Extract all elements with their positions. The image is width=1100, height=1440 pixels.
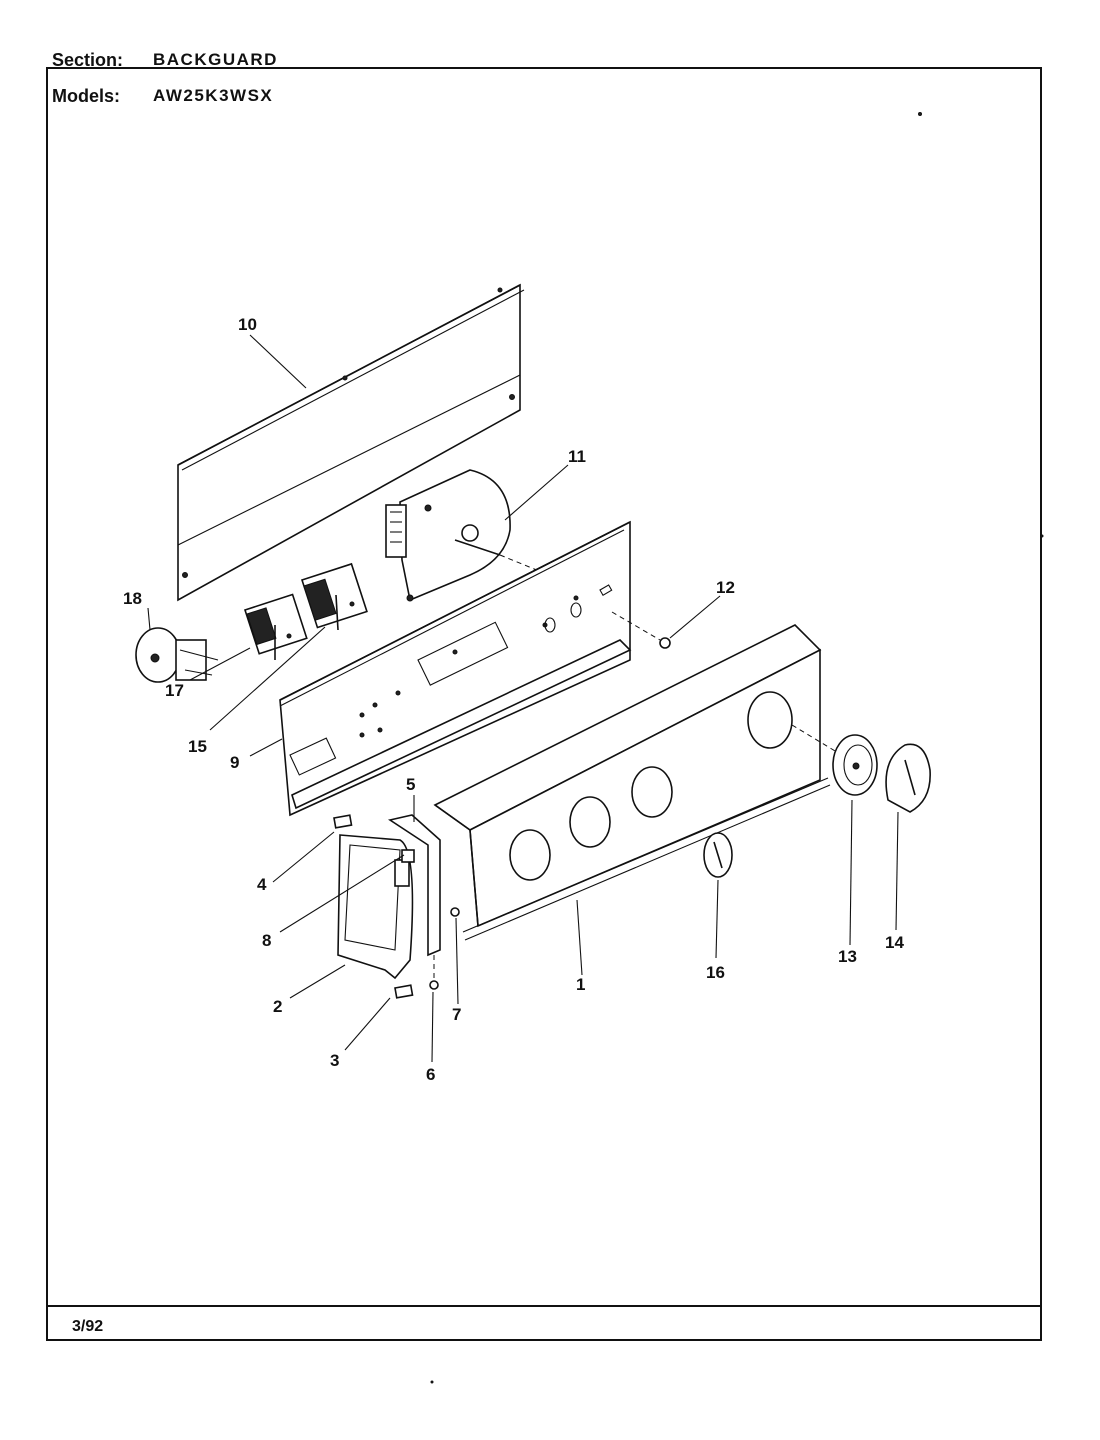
callout-1: 1 [576,975,585,994]
callout-3: 3 [330,1051,339,1070]
callout-4: 4 [257,875,267,894]
part-12-screw [611,611,671,649]
callout-2: 2 [273,997,282,1016]
callout-14: 14 [885,933,904,952]
footer-date: 3/92 [72,1318,104,1335]
part-15-switch [300,562,368,631]
part-2-end-cap [337,834,414,980]
callout-7: 7 [452,1005,461,1024]
callout-12: 12 [716,578,735,597]
callout-9: 9 [230,753,239,772]
models-value: AW25K3WSX [153,86,274,105]
drawing-frame [46,67,1042,1341]
section-label: Section: [52,50,124,70]
part-18-pressure-switch [135,627,219,683]
part-10-rear-panel [177,283,525,602]
models-label: Models: [52,86,121,106]
section-value: BACKGUARD [153,50,278,69]
part-16-knob [703,832,733,878]
part-8-clip [401,849,415,863]
part-13-knob-skirt [832,734,878,796]
part-17-switch [243,593,308,660]
part-7-screw [450,907,460,917]
callout-15: 15 [188,737,207,756]
part-1-console [433,624,851,941]
callout-10: 10 [238,315,257,334]
callout-5: 5 [406,775,415,794]
footer-divider [46,1305,1042,1307]
callout-17: 17 [165,681,184,700]
callout-11: 11 [568,447,586,466]
leader-lines [147,334,899,1063]
callout-18: 18 [123,589,142,608]
part-4-clip [333,814,353,829]
part-5-trim-strip [387,814,441,957]
part-11-timer [385,469,611,602]
part-6-washer [429,955,439,990]
callout-13: 13 [838,947,857,966]
callout-6: 6 [426,1065,435,1084]
part-14-knob [885,743,931,813]
callout-8: 8 [262,931,271,950]
part-3-clip [394,984,414,999]
callout-16: 16 [706,963,725,982]
part-9-control-panel [279,520,632,817]
